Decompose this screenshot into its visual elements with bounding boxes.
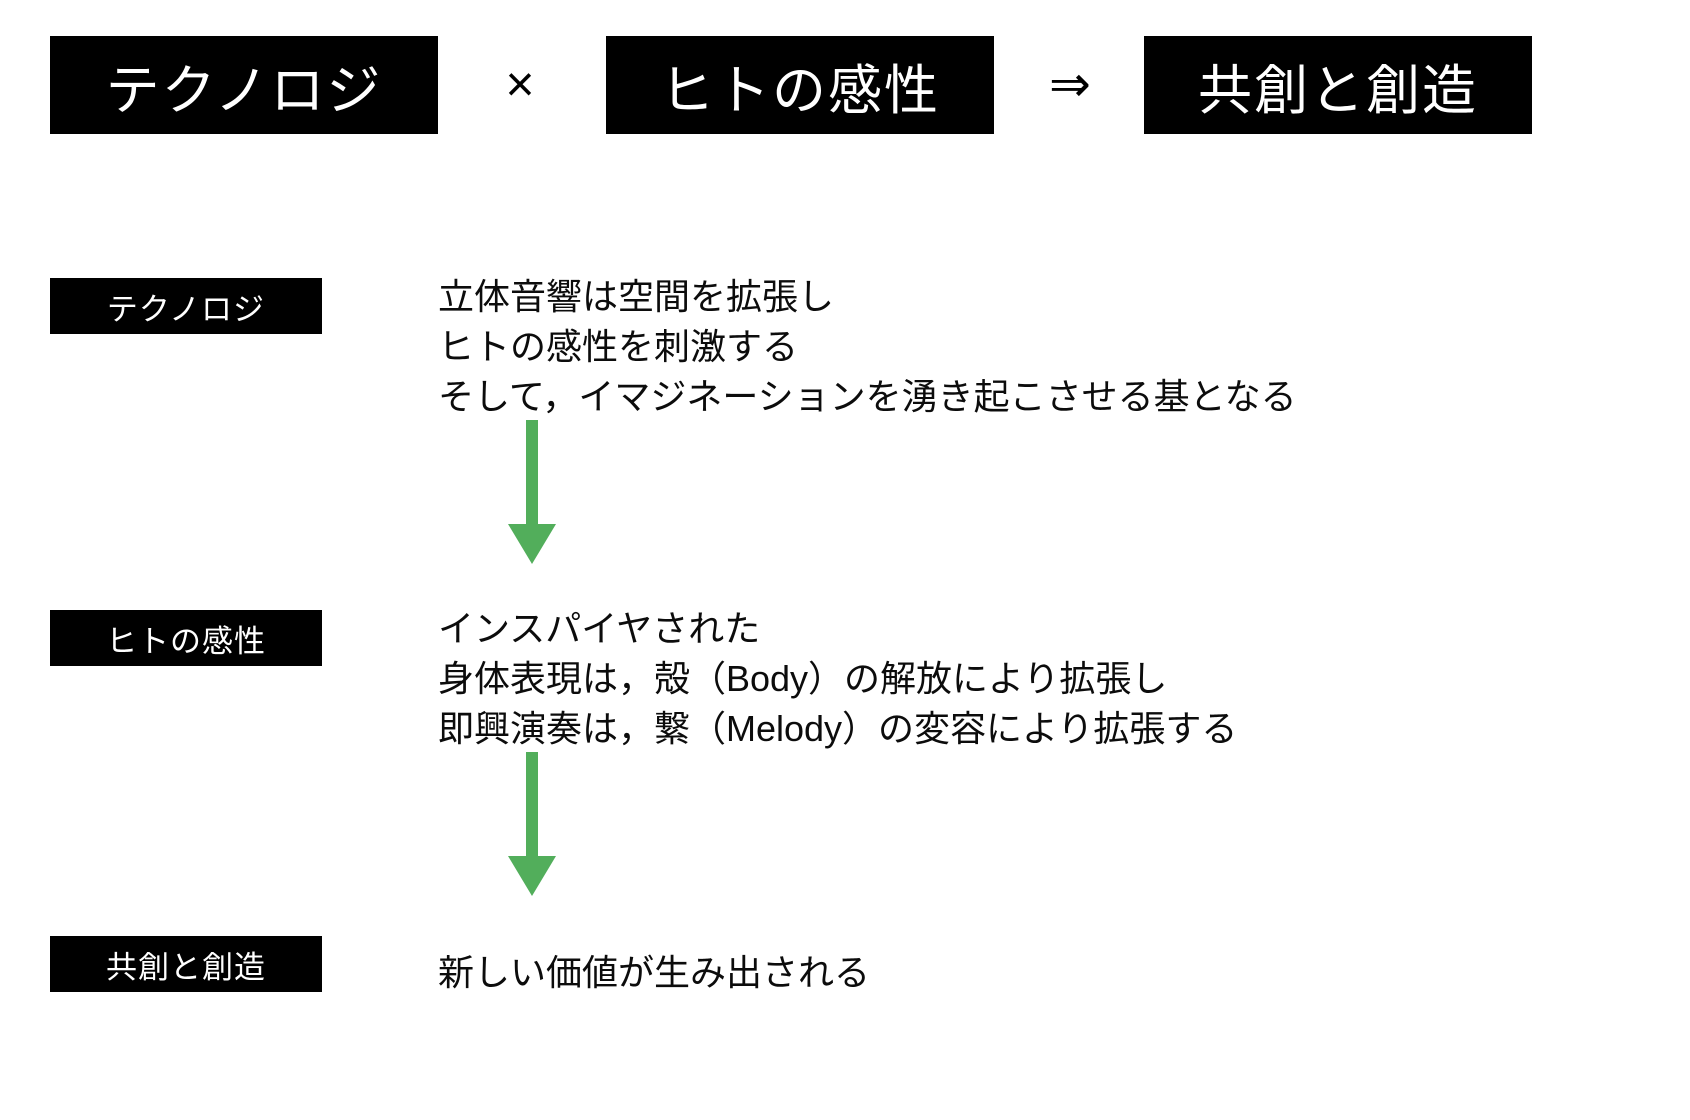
implies-arrow-icon: ⇒ — [1022, 52, 1118, 116]
section-technology: テクノロジ 立体音響は空間を拡張し ヒトの感性を刺激する そして，イマジネーショ… — [0, 272, 1690, 432]
body-line: インスパイヤされた — [438, 608, 761, 649]
body-line: 身体表現は，殻（Body）の解放により拡張し — [438, 658, 1168, 699]
section-label-sensibility: ヒトの感性 — [50, 610, 322, 666]
arrow-down-icon-1 — [492, 420, 572, 575]
body-line: そして，イマジネーションを湧き起こさせる基となる — [438, 376, 1297, 417]
formula-chip-sensibility: ヒトの感性 — [606, 36, 994, 134]
arrow-down-glyph-2 — [508, 752, 556, 896]
formula-header: テクノロジ × ヒトの感性 ⇒ 共創と創造 — [0, 0, 1690, 170]
section-label-technology-text: テクノロジ — [106, 291, 266, 327]
section-body-cocreation: 新しい価値が生み出される — [438, 948, 870, 998]
multiply-icon: × — [476, 52, 564, 116]
section-label-technology: テクノロジ — [50, 278, 322, 334]
body-line: 即興演奏は，繋（Melody）の変容により拡張する — [438, 708, 1238, 749]
body-line: 立体音響は空間を拡張し — [438, 276, 835, 317]
section-sensibility: ヒトの感性 インスパイヤされた 身体表現は，殻（Body）の解放により拡張し 即… — [0, 604, 1690, 764]
formula-chip-technology: テクノロジ — [50, 36, 438, 134]
formula-chip-technology-label: テクノロジ — [105, 60, 383, 121]
section-label-sensibility-text: ヒトの感性 — [106, 623, 266, 659]
section-body-sensibility: インスパイヤされた 身体表現は，殻（Body）の解放により拡張し 即興演奏は，繋… — [438, 604, 1237, 754]
arrow-down-icon-2 — [492, 752, 572, 907]
arrow-down-glyph-1 — [508, 420, 556, 564]
multiply-glyph: × — [505, 56, 535, 112]
body-line: ヒトの感性を刺激する — [438, 326, 799, 367]
section-cocreation: 共創と創造 新しい価値が生み出される — [0, 930, 1690, 1020]
body-line: 新しい価値が生み出される — [438, 952, 871, 993]
formula-chip-cocreation: 共創と創造 — [1144, 36, 1532, 134]
section-label-cocreation: 共創と創造 — [50, 936, 322, 992]
implies-glyph: ⇒ — [1049, 56, 1091, 112]
formula-chip-sensibility-label: ヒトの感性 — [660, 60, 940, 121]
section-label-cocreation-text: 共創と創造 — [106, 949, 266, 985]
section-body-technology: 立体音響は空間を拡張し ヒトの感性を刺激する そして，イマジネーションを湧き起こ… — [438, 272, 1297, 422]
formula-chip-cocreation-label: 共創と創造 — [1198, 60, 1478, 121]
